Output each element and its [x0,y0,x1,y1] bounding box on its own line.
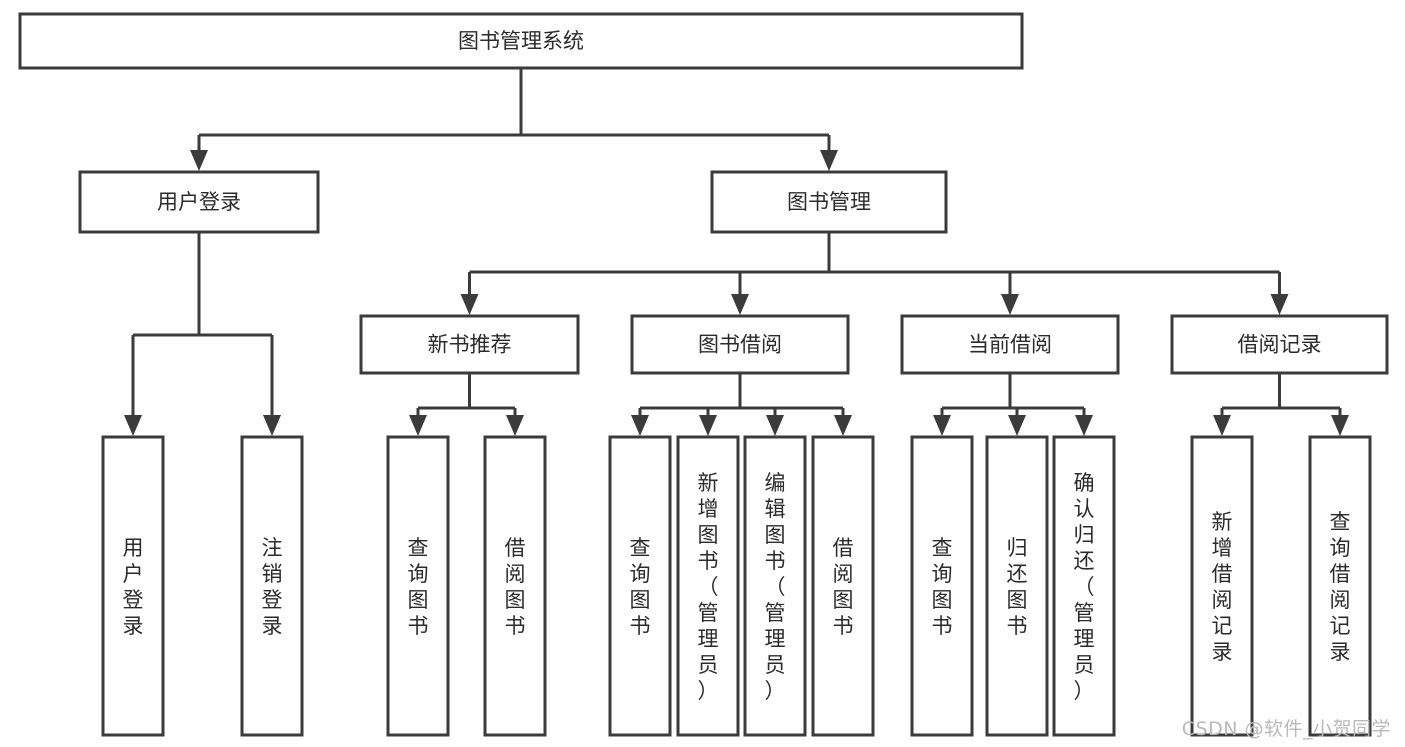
node-box[interactable] [386,435,450,737]
node-box[interactable] [985,435,1049,737]
arrow-head-icon [933,415,951,436]
arrow-head-icon [506,415,524,436]
node-root[interactable]: 图书管理系统 [18,12,1024,70]
node-current-borrow[interactable]: 当前借阅 [900,314,1120,375]
node-box[interactable] [811,435,875,737]
connector-group-book-manage [460,232,1289,315]
connector-group-user-login [124,232,281,436]
node-box[interactable] [240,435,304,737]
node-label: 借阅图书 [833,536,854,638]
node-box[interactable] [710,170,948,234]
node-leaf-user-login[interactable]: 用户登录 [101,435,165,737]
node-box[interactable] [483,435,547,737]
node-new-book-rec[interactable]: 新书推荐 [359,314,580,375]
node-leaf-query-book-1[interactable]: 查询图书 [386,435,450,737]
node-label: 用户登录 [123,536,144,638]
node-leaf-query-book-3[interactable]: 查询图书 [910,435,974,737]
node-label: 用户登录 [157,190,241,214]
node-box[interactable] [630,314,850,375]
arrow-head-icon [766,415,784,436]
arrow-head-icon [1213,415,1231,436]
arrow-head-icon [190,150,208,171]
arrow-head-icon [1270,294,1289,315]
arrow-head-icon [631,415,649,436]
arrow-head-icon [1075,415,1093,436]
arrow-head-icon [699,415,717,436]
node-label: 查询图书 [932,536,953,638]
node-leaf-borrow-book-1[interactable]: 借阅图书 [483,435,547,737]
connector-group-current-borrow [933,373,1093,436]
node-box[interactable] [101,435,165,737]
connector-group-book-borrow [631,373,852,436]
connector-group-new-book-rec [409,373,524,436]
node-borrow-record[interactable]: 借阅记录 [1170,314,1389,375]
node-box[interactable] [900,314,1120,375]
node-leaf-add-book[interactable]: 新增图书（管理员） [676,435,740,737]
arrow-head-icon [1001,294,1019,315]
arrow-head-icon [263,415,281,436]
node-leaf-add-record[interactable]: 新增借阅记录 [1190,435,1254,737]
node-box[interactable] [676,435,740,737]
node-label: 查询图书 [408,536,429,638]
node-layer: 图书管理系统用户登录图书管理新书推荐图书借阅当前借阅借阅记录用户登录注销登录查询… [18,12,1389,737]
node-leaf-borrow-book-2[interactable]: 借阅图书 [811,435,875,737]
node-user-login[interactable]: 用户登录 [78,170,320,234]
connector-group-root [190,68,838,171]
arrow-head-icon [1331,415,1349,436]
arrow-head-icon [460,294,479,315]
node-box[interactable] [1170,314,1389,375]
node-label: 图书管理系统 [458,29,584,53]
node-label: 新书推荐 [428,333,512,357]
node-leaf-query-record[interactable]: 查询借阅记录 [1308,435,1372,737]
node-leaf-return-book[interactable]: 归还图书 [985,435,1049,737]
node-box[interactable] [1190,435,1254,737]
arrow-head-icon [731,294,749,315]
node-label: 确认归还（管理员） [1074,471,1095,703]
node-label: 新增图书（管理员） [698,471,719,703]
node-book-borrow[interactable]: 图书借阅 [630,314,850,375]
node-label: 注销登录 [262,536,283,638]
node-box[interactable] [78,170,320,234]
node-box[interactable] [1052,435,1116,737]
node-leaf-confirm-return[interactable]: 确认归还（管理员） [1052,435,1116,737]
node-leaf-query-book-2[interactable]: 查询图书 [608,435,672,737]
node-label: 查询借阅记录 [1330,510,1351,664]
node-box[interactable] [18,12,1024,70]
node-label: 图书借阅 [698,333,782,357]
node-label: 新增借阅记录 [1212,510,1233,664]
node-label: 当前借阅 [968,333,1052,357]
node-book-manage[interactable]: 图书管理 [710,170,948,234]
node-box[interactable] [608,435,672,737]
node-label: 借阅图书 [505,536,526,638]
arrow-head-icon [834,415,852,436]
arrow-head-icon [1008,415,1026,436]
connector-layer [124,68,1349,436]
connector-group-borrow-record [1213,373,1349,436]
node-label: 借阅记录 [1238,333,1322,357]
node-label: 查询图书 [630,536,651,638]
node-leaf-user-logout[interactable]: 注销登录 [240,435,304,737]
node-box[interactable] [910,435,974,737]
node-leaf-edit-book[interactable]: 编辑图书（管理员） [743,435,807,737]
node-label: 归还图书 [1007,536,1028,638]
node-box[interactable] [743,435,807,737]
node-label: 图书管理 [787,190,871,214]
arrow-head-icon [124,415,142,436]
node-label: 编辑图书（管理员） [765,471,786,703]
node-box[interactable] [359,314,580,375]
arrow-head-icon [820,150,838,171]
node-box[interactable] [1308,435,1372,737]
arrow-head-icon [409,415,427,436]
